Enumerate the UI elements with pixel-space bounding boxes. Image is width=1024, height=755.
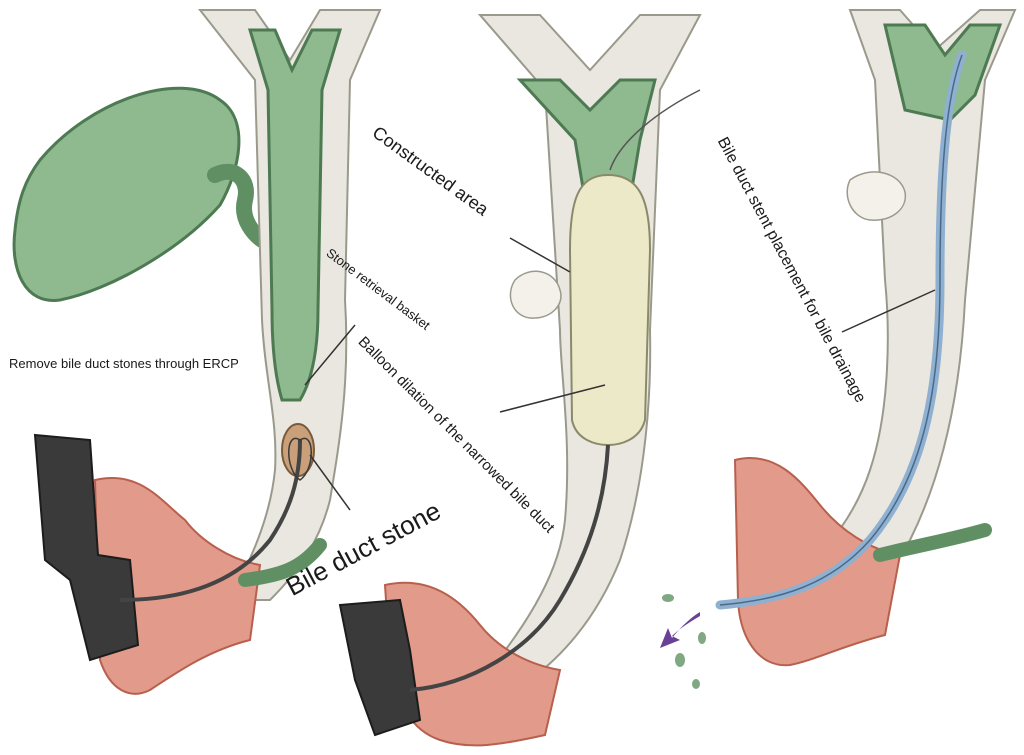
pancreatic-branch bbox=[238, 538, 327, 587]
pancreatic-branch-3 bbox=[873, 523, 992, 562]
endoscope bbox=[33, 433, 140, 662]
bile-stent-edge bbox=[719, 54, 963, 606]
panel-stent-placement bbox=[660, 9, 1017, 689]
tissue-nodule bbox=[509, 270, 562, 319]
bile-duct-3 bbox=[883, 23, 1003, 122]
cystic-duct bbox=[207, 163, 270, 248]
pointer-basket bbox=[304, 324, 356, 386]
bile-duct-2 bbox=[516, 78, 657, 202]
bile-droplet bbox=[675, 653, 685, 667]
tissue-nodule-3 bbox=[846, 171, 906, 221]
panel-balloon-dilation bbox=[338, 14, 702, 747]
drainage-arrow bbox=[660, 612, 700, 648]
duodenum-3 bbox=[733, 457, 902, 667]
panel-stone-removal bbox=[12, 9, 382, 695]
catheter-2 bbox=[409, 444, 610, 692]
balloon bbox=[568, 173, 652, 447]
retrieval-basket bbox=[288, 437, 312, 481]
guidewire-2 bbox=[609, 89, 701, 171]
bile-duct bbox=[247, 28, 343, 402]
bile-droplet bbox=[662, 594, 674, 602]
bile-droplet bbox=[692, 679, 700, 689]
label-remove-stones: Remove bile duct stones through ERCP bbox=[9, 356, 239, 371]
bile-droplet bbox=[698, 632, 706, 644]
pointer-stone bbox=[309, 454, 351, 511]
endoscope-2 bbox=[338, 598, 422, 737]
pointer-stent bbox=[841, 289, 936, 333]
catheter bbox=[119, 439, 302, 602]
pointer-constructed bbox=[509, 237, 571, 273]
pointer-balloon bbox=[499, 384, 606, 413]
gallbladder bbox=[12, 86, 241, 302]
